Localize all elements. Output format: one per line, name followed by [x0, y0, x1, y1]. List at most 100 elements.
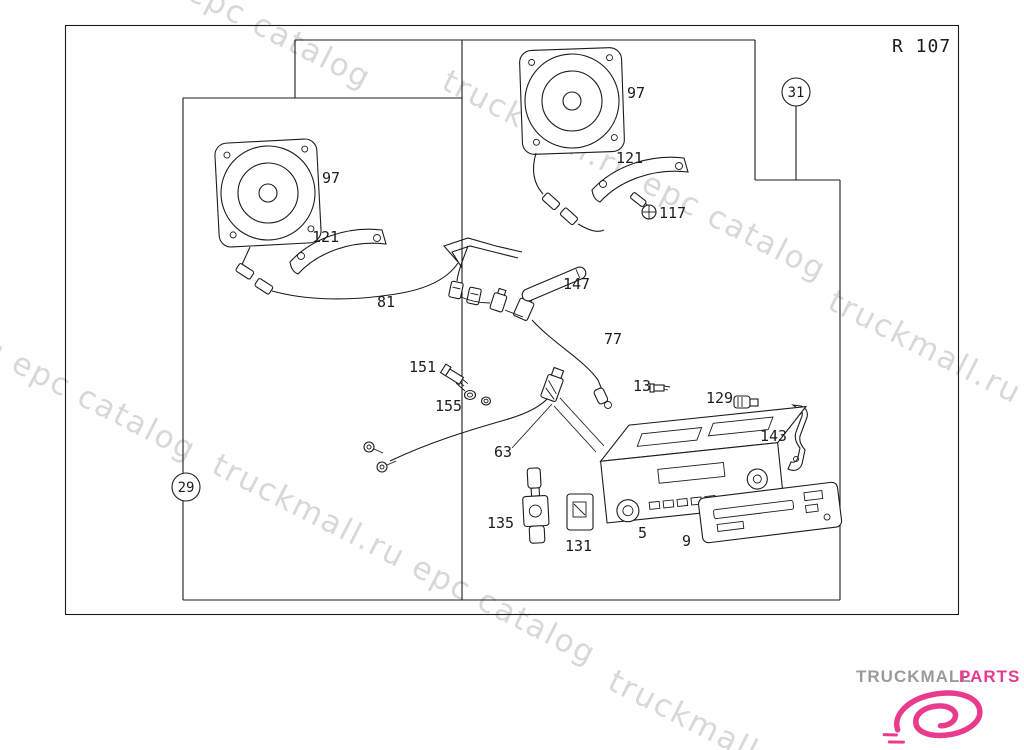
antenna-mast — [521, 266, 587, 302]
leader-line — [455, 382, 466, 392]
connector — [593, 387, 609, 405]
part-label-9: 9 — [682, 532, 691, 550]
balloon-circle-29 — [171, 472, 201, 502]
mounting-hole — [610, 134, 618, 141]
speaker-cone-mid — [237, 162, 299, 224]
plug-detail — [452, 286, 461, 290]
part-129 — [733, 395, 759, 409]
washer-hole — [483, 398, 489, 404]
faceplate-detail — [716, 520, 745, 532]
faceplate-hole — [823, 513, 831, 521]
screw-thread — [663, 385, 671, 388]
speaker-cable-top — [533, 152, 605, 232]
part-body — [522, 494, 550, 528]
screw-body — [653, 384, 665, 392]
part-label-155: 155 — [435, 397, 462, 415]
part-label-63: 63 — [494, 443, 512, 461]
part-label-121-left: 121 — [312, 228, 339, 246]
part-hole — [528, 504, 542, 518]
ring-terminal — [363, 441, 375, 453]
balloon-number-31: 31 — [788, 85, 805, 101]
mounting-hole — [528, 58, 536, 66]
plate-body — [566, 493, 594, 531]
radio-button — [648, 500, 661, 510]
connector-body — [540, 374, 564, 402]
connector-hatch — [545, 387, 555, 400]
radio-button — [662, 499, 675, 509]
cable-63 — [363, 366, 605, 473]
watermark-text: truckmall.ru epc catalog — [0, 0, 377, 97]
mounting-hole — [606, 54, 613, 62]
bracket-hole — [793, 456, 799, 462]
logo-brand-text: TRUCKMALL — [856, 667, 972, 686]
screw-thread — [462, 378, 469, 385]
connector-tip — [604, 401, 612, 409]
plug-body — [448, 280, 464, 300]
watermark-text: truckmall.ru epc catalog — [822, 283, 1024, 509]
radio-knob — [746, 468, 768, 490]
faceplate-detail — [804, 503, 819, 514]
screw — [439, 363, 469, 387]
wire-path — [451, 245, 519, 269]
connector — [235, 263, 255, 280]
cassette-opening — [636, 427, 703, 447]
terminal-stub — [386, 460, 397, 466]
ring-terminal-hole — [379, 464, 385, 470]
washer-hole — [467, 392, 473, 398]
part-label-131: 131 — [565, 537, 592, 555]
part-label-151: 151 — [409, 358, 436, 376]
speaker-dust-cap — [258, 183, 278, 203]
radio-display — [657, 461, 726, 484]
screw-13 — [649, 383, 671, 393]
leader-line — [553, 405, 597, 453]
cassette-slot — [713, 499, 795, 520]
plug-body — [489, 292, 508, 313]
part-135 — [522, 467, 550, 544]
ring-terminal — [376, 461, 388, 473]
frame-layer — [64, 24, 960, 616]
bracket-outline — [787, 404, 808, 471]
connector-body — [235, 263, 255, 280]
mounting-hole — [223, 151, 231, 159]
balloon-number-29: 29 — [178, 480, 195, 496]
plug-detail — [470, 292, 479, 296]
bracket-outline — [591, 156, 689, 203]
plate-window — [572, 501, 587, 518]
connector-body — [254, 278, 274, 295]
mounting-hole — [307, 225, 315, 233]
antenna-segment-line — [575, 269, 581, 279]
screw-body — [444, 368, 465, 385]
swirl-speed-line — [887, 740, 905, 744]
connector — [541, 192, 561, 211]
speaker-cable-left — [235, 246, 459, 300]
bracket-hole — [675, 162, 683, 170]
part-shaft — [749, 398, 759, 407]
drawing-code: R 107 — [892, 36, 951, 57]
bracket-hole — [373, 234, 381, 242]
wire-path — [271, 262, 459, 300]
screw-117 — [630, 192, 657, 220]
speaker-dust-cap — [562, 91, 582, 111]
part-neck — [530, 487, 541, 497]
plug — [489, 287, 508, 313]
part-label-5: 5 — [638, 524, 647, 542]
bracket-left — [289, 228, 387, 275]
wire-path — [533, 152, 544, 195]
logo-accent-text: PARTS — [959, 667, 1020, 686]
part-label-117: 117 — [659, 204, 686, 222]
mounting-hole — [229, 231, 237, 239]
bracket-hole — [297, 252, 305, 260]
part-label-97-left: 97 — [322, 169, 340, 187]
part-label-81: 81 — [377, 293, 395, 311]
connector-body — [559, 207, 579, 226]
speaker-left — [214, 138, 322, 248]
plug — [448, 280, 464, 300]
part-label-147: 147 — [563, 275, 590, 293]
wire-path — [456, 245, 469, 282]
antenna-147 — [521, 266, 587, 302]
label-layer: R 107 97 97 121 121 117 81 147 77 151 15… — [312, 36, 951, 555]
speaker-cone-mid — [541, 70, 603, 132]
screw-151-washer-155 — [439, 363, 492, 406]
radio-knob — [616, 499, 640, 523]
